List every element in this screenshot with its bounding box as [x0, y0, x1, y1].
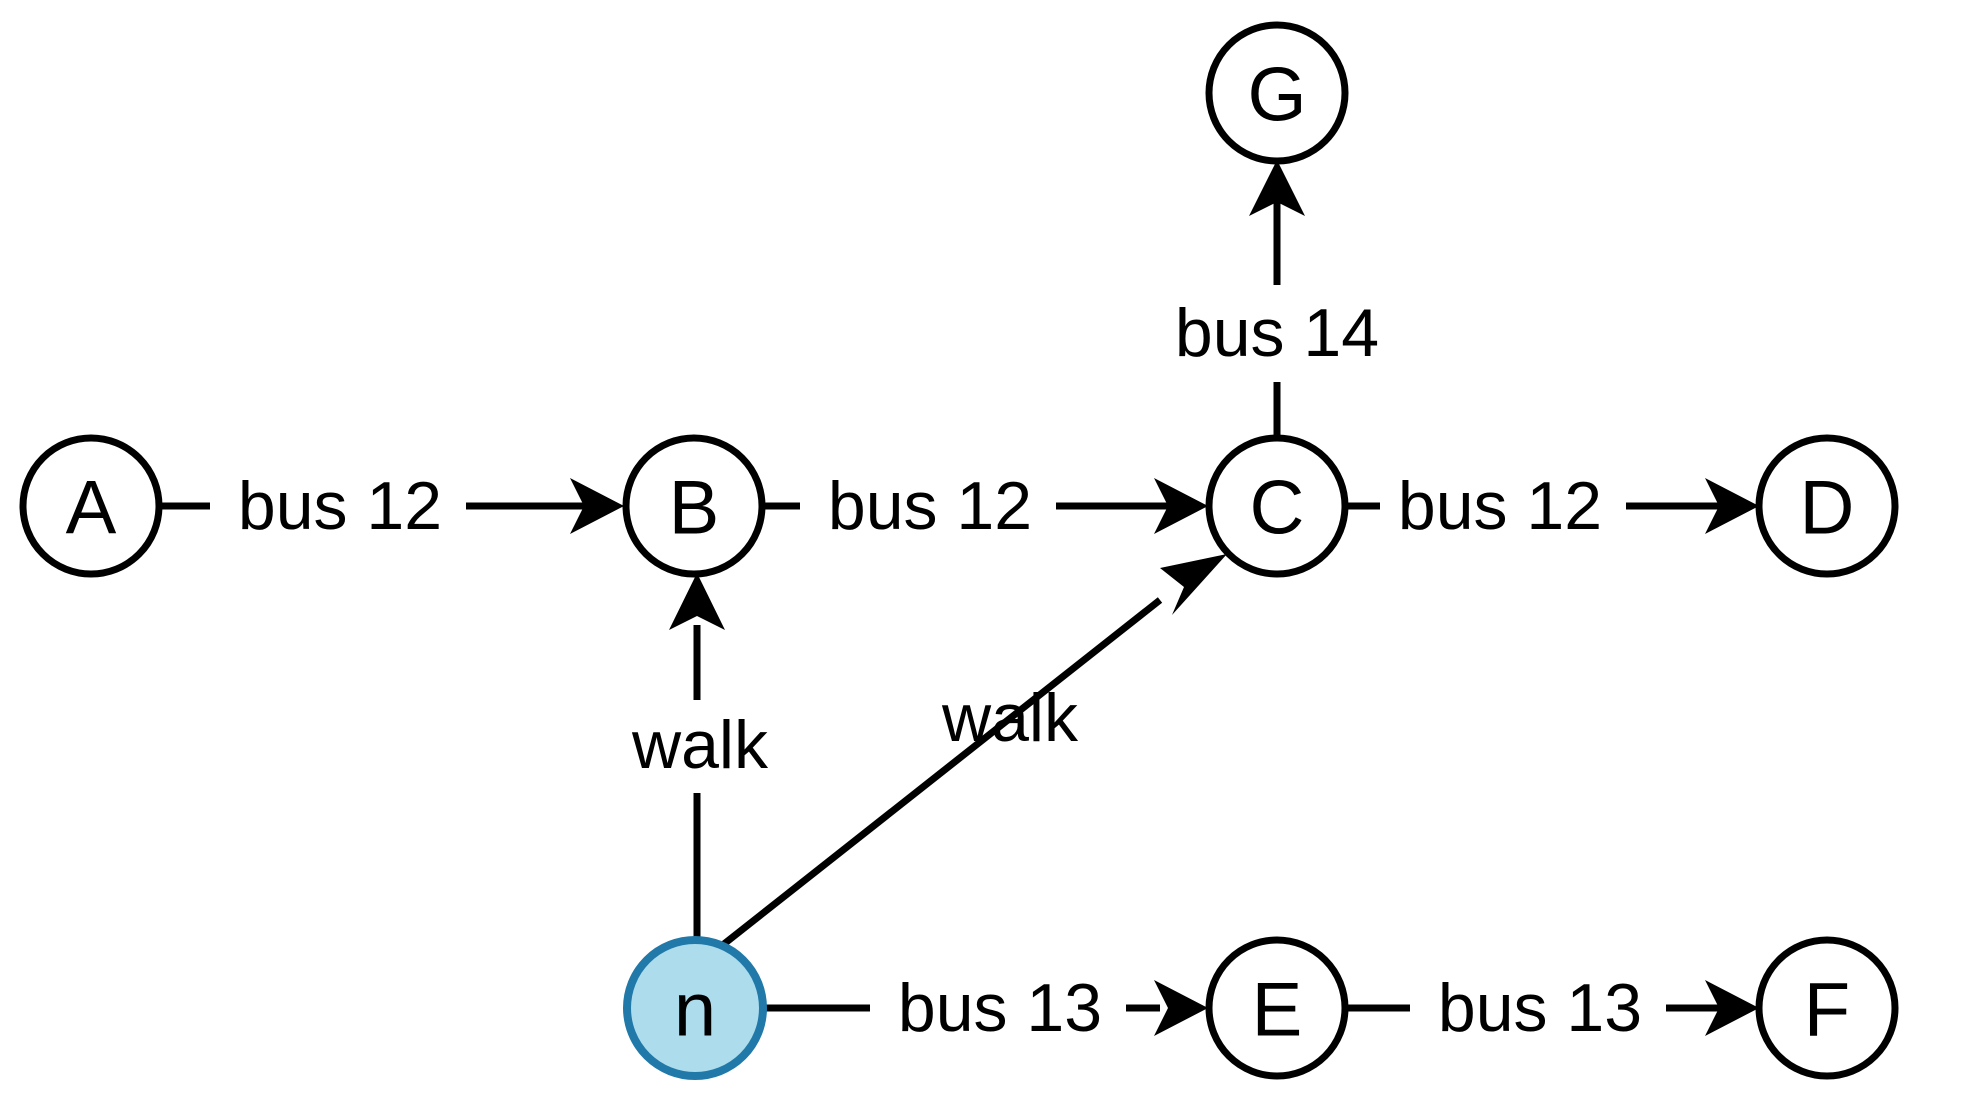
edge-c-d[interactable] [1346, 478, 1759, 534]
node-f-circle [1755, 936, 1899, 1080]
node-e[interactable]: E [1205, 936, 1349, 1080]
edge-c-g-arrowhead [1249, 160, 1305, 216]
edge-label-e-f: bus 13 [1438, 970, 1642, 1046]
node-f-label: F [1804, 968, 1850, 1053]
node-n[interactable]: n [623, 936, 767, 1080]
node-e-label: E [1252, 968, 1303, 1053]
edge-e-f-arrowhead [1705, 980, 1759, 1036]
node-d-label: D [1800, 466, 1855, 551]
edge-n-c-arrowhead [1160, 554, 1227, 615]
node-e-circle [1205, 936, 1349, 1080]
node-g[interactable]: G [1205, 21, 1349, 165]
node-c-circle [1205, 434, 1349, 578]
node-n-circle [623, 936, 767, 1080]
node-d-circle [1755, 434, 1899, 578]
edge-n-b[interactable] [669, 573, 725, 938]
node-n-label: n [674, 968, 716, 1053]
edge-label-n-b: walk [631, 707, 769, 783]
edge-n-b-arrowhead [669, 573, 725, 630]
node-a-circle [19, 434, 163, 578]
node-b-label: B [669, 466, 720, 551]
nodes-layer: A B C D G n [19, 21, 1899, 1080]
node-d[interactable]: D [1755, 434, 1899, 578]
edge-label-n-c: walk [941, 680, 1079, 756]
edge-e-f[interactable] [1346, 980, 1759, 1036]
edges-layer [161, 160, 1759, 1036]
edge-n-e-arrowhead [1154, 980, 1208, 1036]
edge-labels-layer: bus 12 bus 12 bus 12 bus 14 walk walk bu… [238, 295, 1642, 1046]
edge-n-c-shaft [707, 597, 1163, 958]
edge-label-a-b: bus 12 [238, 468, 442, 544]
edge-c-d-arrowhead [1705, 478, 1759, 534]
node-b-circle [622, 434, 766, 578]
node-a[interactable]: A [19, 434, 163, 578]
edge-label-b-c: bus 12 [828, 468, 1032, 544]
edge-a-b-arrowhead [570, 478, 624, 534]
node-c-label: C [1250, 466, 1305, 551]
edge-b-c[interactable] [764, 478, 1208, 534]
edge-n-e[interactable] [766, 980, 1208, 1036]
node-c[interactable]: C [1205, 434, 1349, 578]
edge-c-g[interactable] [1249, 160, 1305, 437]
node-a-label: A [66, 466, 117, 551]
node-g-label: G [1247, 53, 1306, 138]
edge-n-c[interactable] [707, 554, 1227, 958]
edge-label-c-g: bus 14 [1175, 295, 1379, 371]
node-f[interactable]: F [1755, 936, 1899, 1080]
edge-a-b[interactable] [161, 478, 624, 534]
node-g-circle [1205, 21, 1349, 165]
edge-label-c-d: bus 12 [1398, 468, 1602, 544]
edge-label-n-e: bus 13 [898, 970, 1102, 1046]
node-b[interactable]: B [622, 434, 766, 578]
edge-b-c-arrowhead [1154, 478, 1208, 534]
